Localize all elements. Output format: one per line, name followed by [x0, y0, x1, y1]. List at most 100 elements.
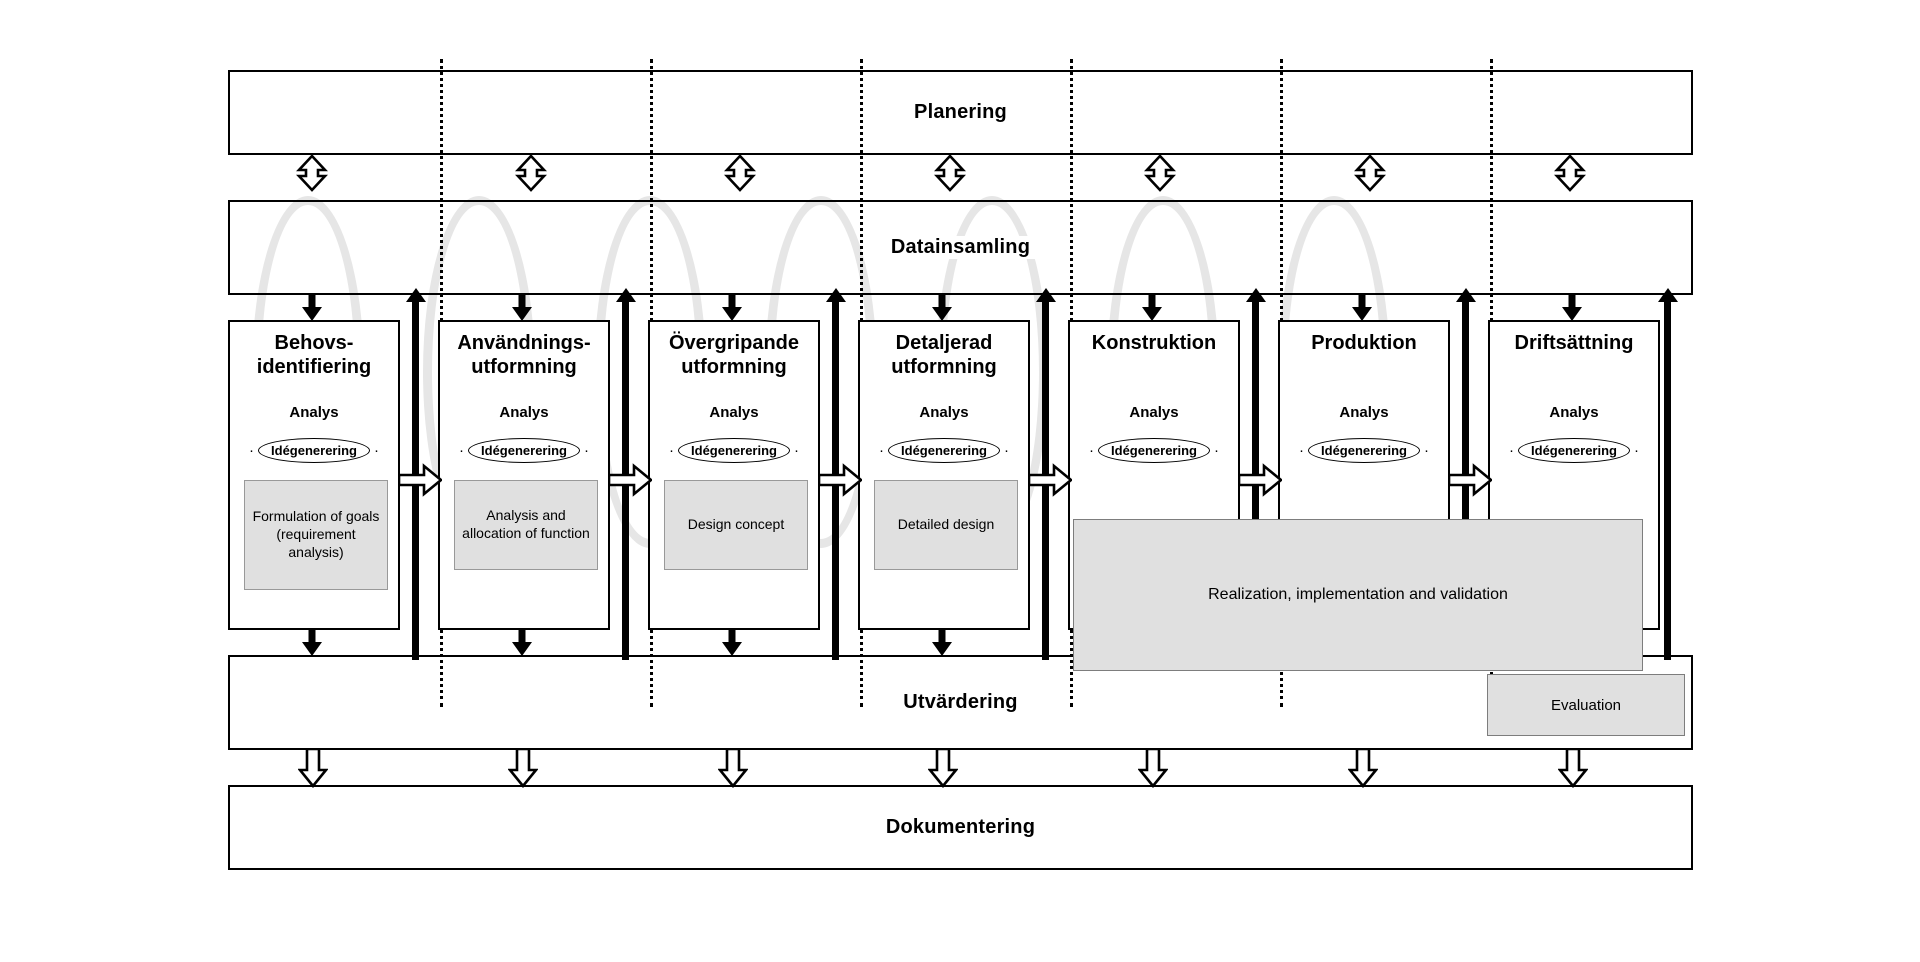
band-utvardering-label: Utvärdering — [897, 691, 1024, 714]
band-planering: Planering — [228, 70, 1693, 155]
flow-arrow-down-icon — [930, 295, 954, 321]
double-arrow-icon — [1552, 155, 1588, 201]
stage-title: Behovs- identifiering — [230, 332, 398, 379]
stage-title: Konstruktion — [1070, 332, 1238, 356]
flow-arrow-down-icon — [510, 295, 534, 321]
stage-analys-label: Analys — [919, 404, 969, 421]
flow-arrow-down-icon — [510, 628, 534, 656]
stage-title-line2: utformning — [681, 355, 787, 378]
band-datainsamling: Datainsamling — [228, 200, 1693, 295]
leading-dot: · — [249, 442, 255, 459]
stage-analys-label: Analys — [709, 404, 759, 421]
band-planering-label: Planering — [908, 101, 1013, 124]
leading-dot: · — [879, 442, 885, 459]
stage-behovsidentifiering[interactable]: Behovs- identifiering Analys · Idégenere… — [228, 320, 400, 630]
idea-generation-ellipse[interactable]: Idégenerering — [1098, 438, 1210, 463]
idea-generation-ellipse[interactable]: Idégenerering — [1308, 438, 1420, 463]
stage-output-box: Analysis and allocation of function — [454, 480, 598, 570]
stage-detaljerad-utformning[interactable]: Detaljerad utformning Analys · Idégenere… — [858, 320, 1030, 630]
stage-transition-arrow-icon — [1028, 463, 1072, 497]
flow-arrow-down-icon — [1140, 295, 1164, 321]
stage-anvandningsutformning[interactable]: Användnings- utformning Analys · Idégene… — [438, 320, 610, 630]
documentation-arrow-icon — [1558, 748, 1588, 788]
trailing-dot: · — [373, 442, 379, 459]
flow-arrow-up-icon — [1244, 288, 1268, 310]
stage-title-line2: utformning — [471, 355, 577, 378]
stage-transition-arrow-icon — [398, 463, 442, 497]
double-arrow-icon — [932, 155, 968, 201]
band-datainsamling-label: Datainsamling — [884, 236, 1037, 259]
realization-box: Realization, implementation and validati… — [1073, 519, 1643, 671]
documentation-arrow-icon — [1138, 748, 1168, 788]
double-arrow-icon — [1142, 155, 1178, 201]
idea-generation-ellipse[interactable]: Idégenerering — [888, 438, 1000, 463]
double-arrow-icon — [513, 155, 549, 201]
flow-arrow-down-icon — [300, 295, 324, 321]
stage-title: Användnings- utformning — [440, 332, 608, 379]
leading-dot: · — [669, 442, 675, 459]
trailing-dot: · — [1633, 442, 1639, 459]
stage-title-line1: Övergripande — [668, 332, 800, 354]
flow-arrow-down-icon — [720, 628, 744, 656]
trailing-dot: · — [793, 442, 799, 459]
idea-generation-row: · Idégenerering · — [860, 438, 1028, 463]
leading-dot: · — [1299, 442, 1305, 459]
stage-title: Övergripande utformning — [650, 332, 818, 379]
stage-transition-arrow-icon — [1238, 463, 1282, 497]
idea-generation-ellipse[interactable]: Idégenerering — [1518, 438, 1630, 463]
flow-arrow-up-icon — [1656, 288, 1680, 310]
stage-output-box: Design concept — [664, 480, 808, 570]
return-bar — [1664, 300, 1671, 660]
stage-analys-label: Analys — [1339, 404, 1389, 421]
stage-title-line1: Detaljerad — [895, 332, 993, 354]
trailing-dot: · — [1423, 442, 1429, 459]
double-arrow-icon — [1352, 155, 1388, 201]
stage-title-line1: Driftsättning — [1514, 332, 1634, 354]
stage-analys-label: Analys — [499, 404, 549, 421]
evaluation-box: Evaluation — [1487, 674, 1685, 736]
leading-dot: · — [1509, 442, 1515, 459]
trailing-dot: · — [1003, 442, 1009, 459]
stage-title-line1: Produktion — [1311, 332, 1417, 354]
documentation-arrow-icon — [718, 748, 748, 788]
stage-title-line1: Konstruktion — [1091, 332, 1217, 354]
idea-generation-row: · Idégenerering · — [230, 438, 398, 463]
flow-arrow-down-icon — [300, 628, 324, 656]
stage-output-box: Formulation of goals (requirement analys… — [244, 480, 388, 590]
flow-arrow-up-icon — [824, 288, 848, 310]
leading-dot: · — [459, 442, 465, 459]
stage-title-line1: Användnings- — [457, 332, 591, 354]
idea-generation-ellipse[interactable]: Idégenerering — [678, 438, 790, 463]
stage-analys-label: Analys — [289, 404, 339, 421]
stage-title-line1: Behovs- — [274, 332, 354, 354]
leading-dot: · — [1089, 442, 1095, 459]
idea-generation-row: · Idégenerering · — [650, 438, 818, 463]
stage-title: Driftsättning — [1490, 332, 1658, 356]
stage-analys-label: Analys — [1129, 404, 1179, 421]
band-utvardering: Utvärdering — [228, 655, 1693, 750]
trailing-dot: · — [583, 442, 589, 459]
idea-generation-ellipse[interactable]: Idégenerering — [258, 438, 370, 463]
documentation-arrow-icon — [928, 748, 958, 788]
flow-arrow-down-icon — [930, 628, 954, 656]
stage-title: Detaljerad utformning — [860, 332, 1028, 379]
documentation-arrow-icon — [1348, 748, 1378, 788]
band-dokumentering-label: Dokumentering — [879, 816, 1042, 839]
flow-arrow-up-icon — [1034, 288, 1058, 310]
idea-generation-row: · Idégenerering · — [1070, 438, 1238, 463]
stage-transition-arrow-icon — [608, 463, 652, 497]
flow-arrow-up-icon — [1454, 288, 1478, 310]
flow-arrow-up-icon — [404, 288, 428, 310]
stage-analys-label: Analys — [1549, 404, 1599, 421]
idea-generation-ellipse[interactable]: Idégenerering — [468, 438, 580, 463]
documentation-arrow-icon — [298, 748, 328, 788]
idea-generation-row: · Idégenerering · — [1490, 438, 1658, 463]
band-dokumentering: Dokumentering — [228, 785, 1693, 870]
stage-title-line2: identifiering — [256, 355, 372, 378]
idea-generation-row: · Idégenerering · — [1280, 438, 1448, 463]
flow-arrow-up-icon — [614, 288, 638, 310]
stage-output-box: Detailed design — [874, 480, 1018, 570]
stage-transition-arrow-icon — [1448, 463, 1492, 497]
stage-overgripande-utformning[interactable]: Övergripande utformning Analys · Idégene… — [648, 320, 820, 630]
